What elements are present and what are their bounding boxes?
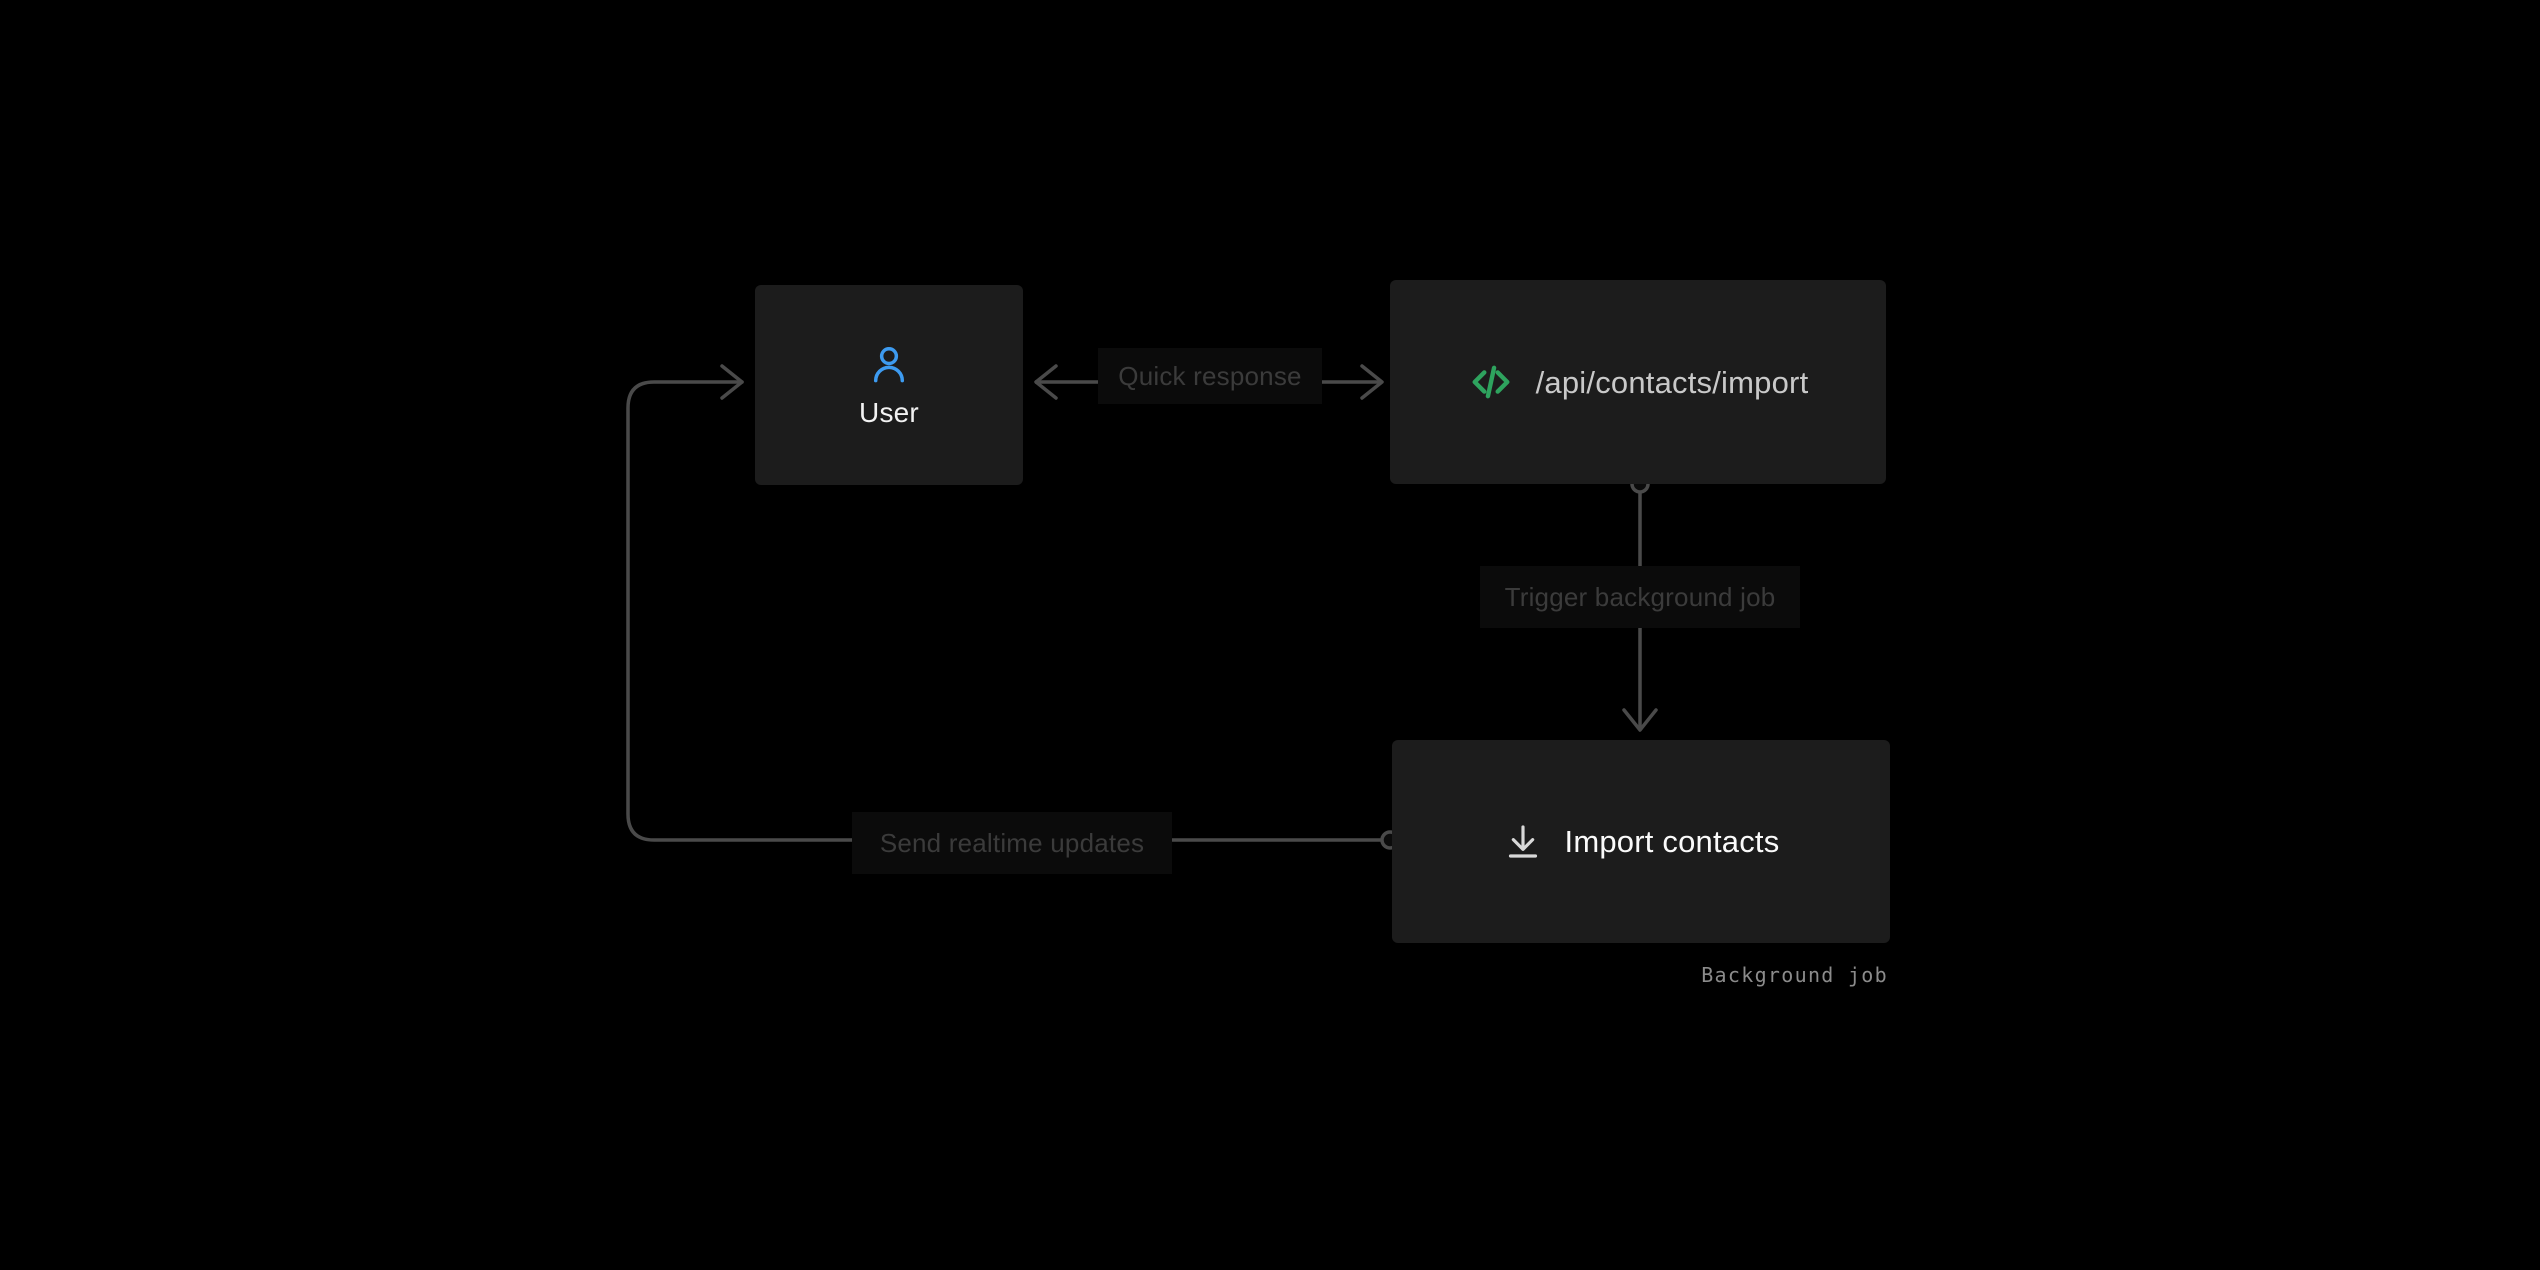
user-icon [868, 343, 910, 385]
edge-label-trigger-background-job: Trigger background job [1480, 566, 1800, 628]
node-user-label: User [859, 397, 919, 428]
code-icon [1468, 359, 1514, 405]
node-job-label: Import contacts [1564, 824, 1780, 859]
edge-label-send-realtime-updates: Send realtime updates [852, 812, 1172, 874]
arrowhead-right [720, 364, 744, 400]
node-user[interactable]: User [755, 285, 1023, 485]
node-user-content: User [859, 343, 919, 427]
node-api-content: /api/contacts/import [1468, 359, 1809, 405]
arrowhead-right [1360, 364, 1384, 400]
arrowhead-left [1034, 364, 1058, 400]
node-import-contacts[interactable]: Import contacts [1392, 740, 1890, 943]
node-api-endpoint[interactable]: /api/contacts/import [1390, 280, 1886, 484]
node-api-label: /api/contacts/import [1535, 364, 1809, 400]
node-job-content: Import contacts [1503, 822, 1780, 862]
arrowhead-down [1622, 708, 1658, 732]
node-job-sublabel: Background job [1701, 963, 1888, 987]
download-icon [1503, 822, 1543, 862]
edge-label-quick-response: Quick response [1098, 348, 1322, 404]
